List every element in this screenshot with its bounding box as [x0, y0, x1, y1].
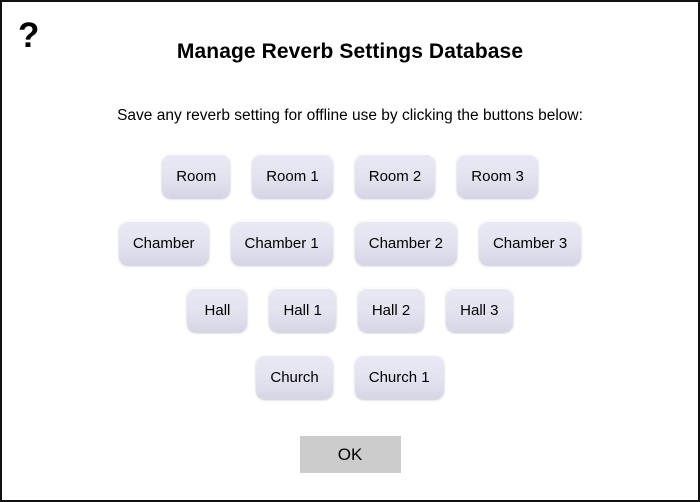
preset-button-hall[interactable]: Hall	[187, 288, 248, 332]
preset-button-hall-3[interactable]: Hall 3	[446, 288, 513, 332]
dialog-footer: OK	[2, 436, 698, 473]
preset-button-church-1[interactable]: Church 1	[354, 355, 444, 399]
preset-button-chamber[interactable]: Chamber	[118, 221, 209, 265]
preset-button-chamber-1[interactable]: Chamber 1	[230, 221, 333, 265]
preset-button-hall-2[interactable]: Hall 2	[357, 288, 425, 332]
preset-button-hall-1[interactable]: Hall 1	[269, 288, 336, 332]
preset-button-room-2[interactable]: Room 2	[354, 154, 436, 198]
preset-button-room-1[interactable]: Room 1	[252, 154, 333, 198]
help-icon[interactable]: ?	[18, 16, 40, 55]
preset-row-room: Room Room 1 Room 2 Room 3	[2, 154, 698, 198]
preset-button-chamber-2[interactable]: Chamber 2	[354, 221, 457, 265]
preset-button-chamber-3[interactable]: Chamber 3	[478, 221, 582, 265]
instruction-text: Save any reverb setting for offline use …	[117, 107, 583, 124]
ok-button[interactable]: OK	[299, 436, 401, 473]
preset-button-church[interactable]: Church	[256, 355, 333, 399]
preset-button-room[interactable]: Room	[162, 154, 231, 198]
preset-row-church: Church Church 1	[2, 355, 698, 399]
preset-row-chamber: Chamber Chamber 1 Chamber 2 Chamber 3	[2, 221, 698, 265]
preset-row-hall: Hall Hall 1 Hall 2 Hall 3	[2, 288, 698, 332]
preset-button-room-3[interactable]: Room 3	[457, 154, 538, 198]
page-title: Manage Reverb Settings Database	[176, 40, 524, 63]
